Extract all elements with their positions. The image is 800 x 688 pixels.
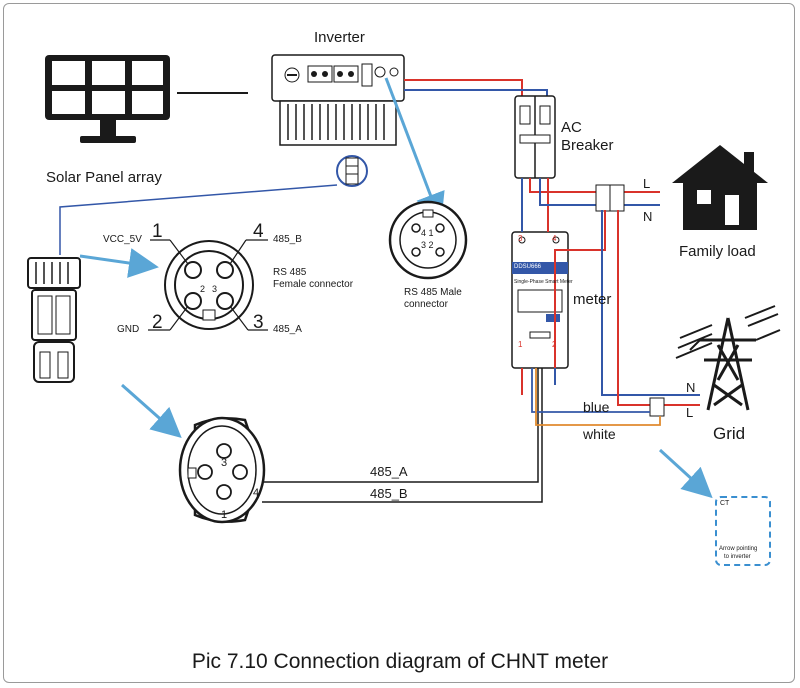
ac-breaker-label-line2: Breaker — [561, 137, 614, 154]
wire-485b-label: 485_B — [370, 486, 408, 501]
grid-label: Grid — [713, 424, 746, 443]
rs485-male-label-line2: connector — [404, 299, 448, 310]
pin-485b-label: 485_B — [273, 234, 302, 245]
svg-text:3: 3 — [221, 457, 227, 469]
ct-white-wire — [535, 368, 661, 426]
svg-text:3: 3 — [212, 284, 217, 294]
rs485-cable-line — [59, 184, 338, 255]
grid-live-wire — [617, 210, 700, 406]
plug-to-round-connector-arrow — [121, 383, 182, 438]
svg-text:4 1: 4 1 — [421, 228, 434, 238]
svg-text:3 2: 3 2 — [421, 240, 434, 250]
svg-text:1: 1 — [221, 509, 227, 521]
rs485-male-label-line1: RS 485 Male — [404, 287, 462, 298]
inverter-icon — [271, 54, 405, 146]
wire-485a-label: 485_A — [370, 464, 408, 479]
round-connector-icon: 3 1 4 — [178, 416, 266, 524]
house-icon — [672, 145, 768, 230]
meter-live-loop — [554, 210, 606, 368]
meter-title-label: Single-Phase Smart Meter — [514, 279, 573, 285]
load-live-wire — [529, 178, 660, 193]
pin-gnd-label: GND — [117, 324, 140, 335]
inverter-neutral-wire — [404, 89, 548, 96]
diagram-frame — [3, 3, 795, 683]
family-load-label: Family load — [679, 243, 756, 260]
load-l-label: L — [643, 176, 651, 191]
grid-l-label: L — [686, 405, 694, 420]
ac-breaker-label-line1: AC — [561, 119, 582, 136]
ct-note-line1: Arrow pointing — [719, 546, 758, 552]
rs485-female-label-line2: Female connector — [273, 279, 354, 290]
pin-4-number: 4 — [253, 221, 264, 242]
wire-485b-line — [262, 336, 543, 503]
meter-terminal-2: 2 — [552, 340, 557, 349]
ct-label: CT — [720, 500, 730, 507]
ct-note-line2: to inverter — [724, 554, 751, 560]
solar-panel-icon — [45, 55, 170, 143]
load-terminal-icon — [595, 184, 625, 212]
meter-terminal-4: 4 — [552, 234, 557, 243]
ct-detail-box — [715, 496, 771, 566]
meter-label: meter — [573, 291, 612, 308]
ct-clamp-icon — [649, 397, 665, 417]
grid-neutral-wire — [601, 210, 700, 396]
rs485-female-connector-icon: 2 3 — [148, 239, 268, 331]
figure-caption: Pic 7.10 Connection diagram of CHNT mete… — [191, 650, 609, 673]
plug-to-female-arrow — [79, 248, 159, 278]
rs485-female-label-line1: RS 485 — [273, 267, 307, 278]
load-n-label: N — [643, 209, 653, 224]
meter-terminal-1: 1 — [518, 340, 523, 349]
grid-n-label: N — [686, 380, 696, 395]
rs485-cable-plug-icon — [27, 257, 81, 383]
ac-breaker-icon — [514, 95, 556, 179]
inverter-live-wire — [404, 79, 523, 96]
cable-connector-icon — [336, 155, 368, 187]
solar-panel-label: Solar Panel array — [46, 169, 162, 186]
pin-vcc-label: VCC_5V — [103, 234, 142, 245]
ct-blue-wire — [531, 368, 650, 413]
pin-1-number: 1 — [152, 221, 163, 242]
inverter-label: Inverter — [314, 29, 365, 46]
svg-text:4: 4 — [253, 487, 259, 499]
meter-brand-label: DDSU666 — [514, 264, 542, 270]
wire-485a-line — [262, 336, 539, 483]
port-pointer-arrow — [384, 77, 445, 224]
meter-terminal-3: 3 — [518, 234, 523, 243]
grid-tower-icon — [689, 317, 781, 411]
rs485-male-connector-icon: 4 1 3 2 — [388, 200, 468, 280]
pin-2-number: 2 — [152, 312, 163, 333]
white-wire-label: white — [583, 426, 616, 442]
blue-wire-label: blue — [583, 399, 610, 415]
svg-text:2: 2 — [200, 284, 205, 294]
pin-485a-label: 485_A — [273, 324, 302, 335]
ct-detail-arrow — [658, 448, 713, 499]
power-lines-icon — [675, 305, 779, 359]
pin-3-number: 3 — [253, 312, 264, 333]
